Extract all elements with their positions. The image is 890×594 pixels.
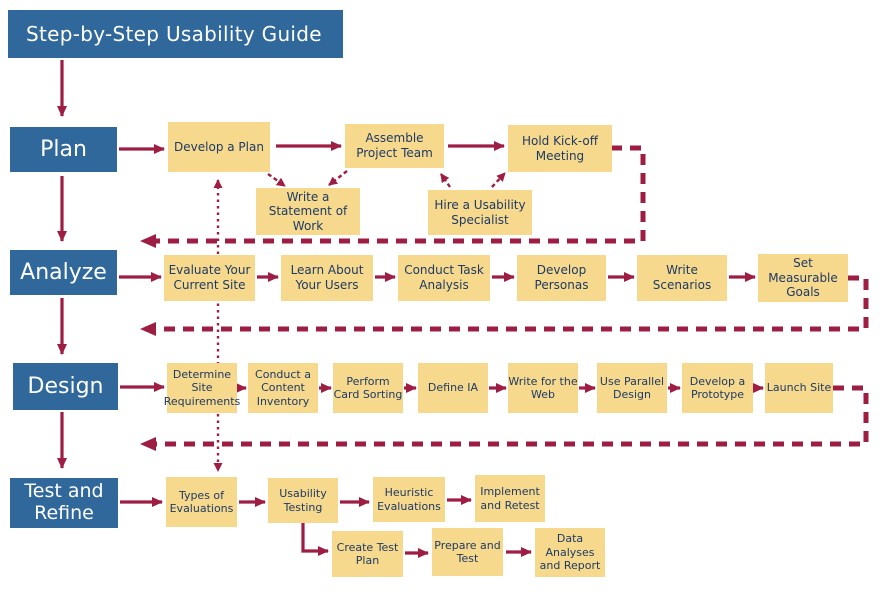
arrow-hire-to-kickoff xyxy=(491,172,506,188)
step-prepare-and-test: Prepare and Test xyxy=(432,528,503,576)
step-develop-a-plan: Develop a Plan xyxy=(168,122,270,172)
step-develop-a-prototype: Develop a Prototype xyxy=(682,363,753,413)
step-evaluate-current-site: Evaluate Your Current Site xyxy=(164,255,255,301)
step-define-ia: Define IA xyxy=(418,363,488,413)
step-write-statement-of-work: Write a Statement of Work xyxy=(256,188,360,235)
step-create-test-plan: Create Test Plan xyxy=(332,531,403,577)
stage-analyze: Analyze xyxy=(10,250,117,295)
step-write-scenarios: Write Scenarios xyxy=(637,255,727,301)
step-types-of-evaluations: Types of Evaluations xyxy=(166,477,237,527)
step-write-for-the-web: Write for the Web xyxy=(508,363,578,413)
step-learn-about-users: Learn About Your Users xyxy=(281,255,373,301)
step-usability-testing: Usability Testing xyxy=(268,478,338,523)
step-conduct-content-inventory: Conduct a Content Inventory xyxy=(248,363,318,413)
step-assemble-project-team: Assemble Project Team xyxy=(345,124,444,168)
page-title: Step-by-Step Usability Guide xyxy=(8,10,343,58)
step-determine-site-requirements: Determine Site Requirements xyxy=(164,363,240,413)
arrow-hire-to-assemble xyxy=(440,173,451,188)
step-set-measurable-goals: Set Measurable Goals xyxy=(758,254,848,302)
step-data-analyses-and-report: Data Analyses and Report xyxy=(535,528,605,577)
step-use-parallel-design: Use Parallel Design xyxy=(597,363,667,413)
arrow-develop-to-statement xyxy=(267,173,286,187)
step-hire-usability-specialist: Hire a Usability Specialist xyxy=(428,190,532,235)
arrow-assemble-to-statement xyxy=(328,170,348,186)
stage-design: Design xyxy=(13,363,118,410)
step-conduct-task-analysis: Conduct Task Analysis xyxy=(398,255,490,301)
step-develop-personas: Develop Personas xyxy=(517,255,606,301)
arrow-usability-to-create xyxy=(301,523,329,556)
step-perform-card-sorting: Perform Card Sorting xyxy=(333,363,403,413)
step-heuristic-evaluations: Heuristic Evaluations xyxy=(373,477,445,522)
step-launch-site: Launch Site xyxy=(765,363,833,413)
stage-test-and-refine: Test and Refine xyxy=(10,478,118,528)
step-hold-kickoff-meeting: Hold Kick-off Meeting xyxy=(508,125,612,172)
step-implement-and-retest: Implement and Retest xyxy=(475,475,545,522)
stage-plan: Plan xyxy=(10,127,117,172)
